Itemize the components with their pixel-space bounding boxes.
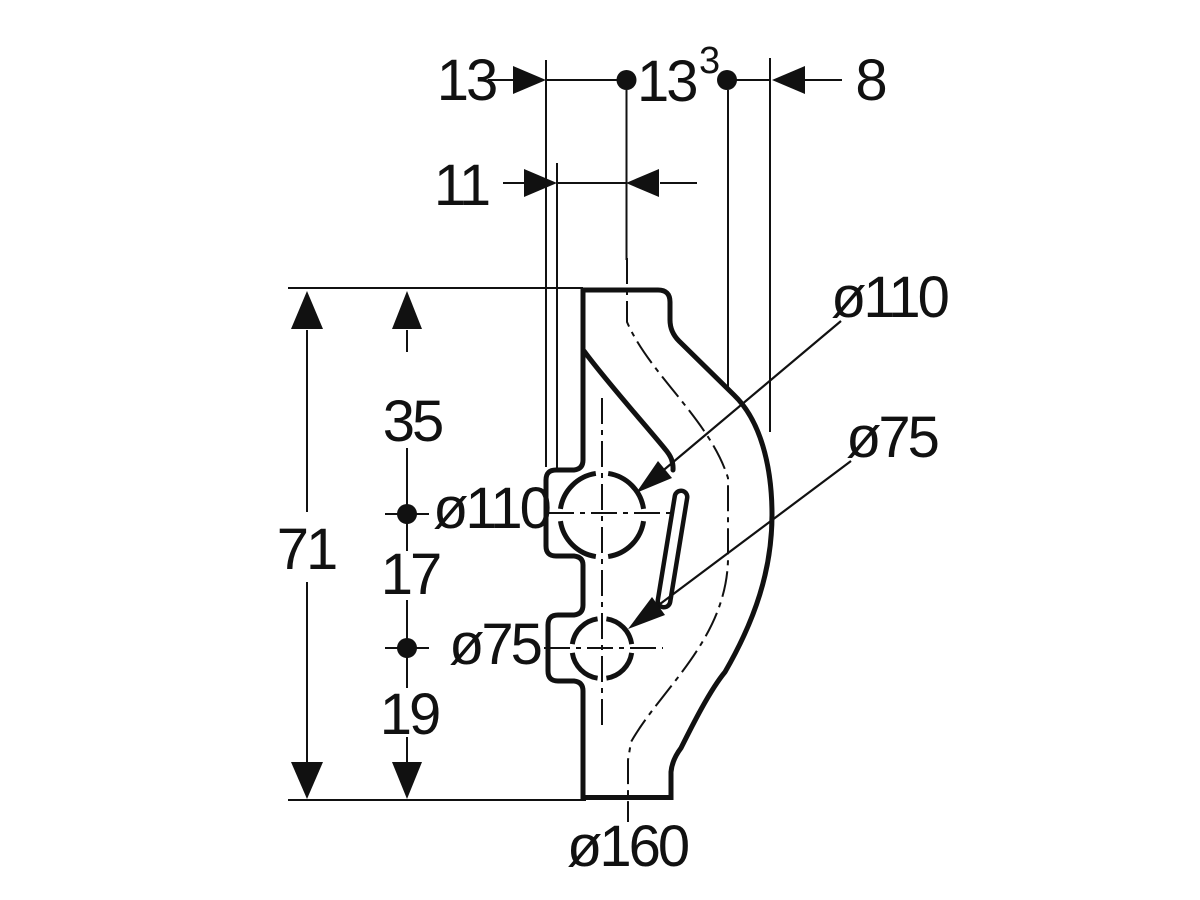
dim-label-13-superscript: 3 bbox=[699, 40, 719, 82]
dimension-labels: 13 13 3 8 11 35 71 17 19 ø110 ø75 ø110 ø… bbox=[277, 40, 951, 879]
arrow-right-icon bbox=[513, 66, 546, 94]
dim-label-13-note: 13 bbox=[637, 49, 696, 114]
leader-line-75 bbox=[651, 460, 852, 611]
dim-label-17: 17 bbox=[381, 542, 440, 607]
dim-label-11: 11 bbox=[434, 153, 489, 218]
arrow-right-icon bbox=[524, 169, 557, 197]
arrow-left-icon bbox=[772, 66, 805, 94]
flapper-seal bbox=[655, 488, 690, 610]
dim-label-35: 35 bbox=[383, 389, 442, 454]
dim-label-13: 13 bbox=[437, 48, 496, 113]
dim-dot bbox=[397, 638, 417, 658]
dimension-terminators bbox=[291, 66, 805, 799]
arrow-down-icon bbox=[291, 762, 323, 799]
dim-label-160: ø160 bbox=[567, 814, 688, 879]
dim-dot bbox=[717, 70, 737, 90]
dim-label-19: 19 bbox=[380, 682, 439, 747]
dim-dot bbox=[397, 504, 417, 524]
arrow-left-icon bbox=[626, 169, 659, 197]
leader-75 bbox=[628, 460, 852, 629]
dim-label-71: 71 bbox=[277, 517, 336, 582]
dim-label-8: 8 bbox=[855, 48, 885, 113]
socket-label-75-left: ø75 bbox=[449, 612, 541, 677]
arrow-up-icon bbox=[291, 291, 323, 329]
leader-label-75: ø75 bbox=[846, 405, 938, 470]
arrow-down-icon bbox=[392, 762, 422, 799]
leader-label-110: ø110 bbox=[831, 265, 948, 330]
flapper-core bbox=[660, 493, 685, 605]
leader-line-110 bbox=[652, 320, 842, 480]
socket-label-110-left: ø110 bbox=[433, 476, 550, 541]
leader-arrow-icon bbox=[628, 597, 665, 629]
centerlines bbox=[544, 258, 729, 822]
dim-dot bbox=[616, 70, 637, 90]
leader-arrow-icon bbox=[636, 461, 672, 493]
leader-110 bbox=[636, 320, 842, 493]
arrow-up-icon bbox=[392, 291, 422, 329]
